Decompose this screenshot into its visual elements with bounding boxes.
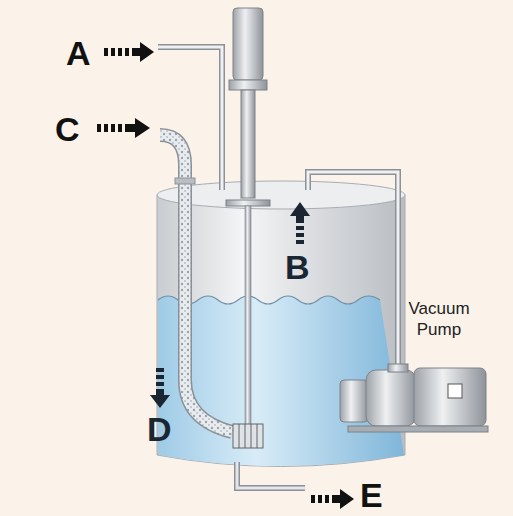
stream-letter: A [66,36,91,70]
stream-letter: C [55,112,80,146]
stream-letter: D [147,412,172,446]
stream-letter: E [360,478,383,512]
stream-letter: B [285,250,310,284]
equipment-label: Vacuum Pump [398,298,480,341]
